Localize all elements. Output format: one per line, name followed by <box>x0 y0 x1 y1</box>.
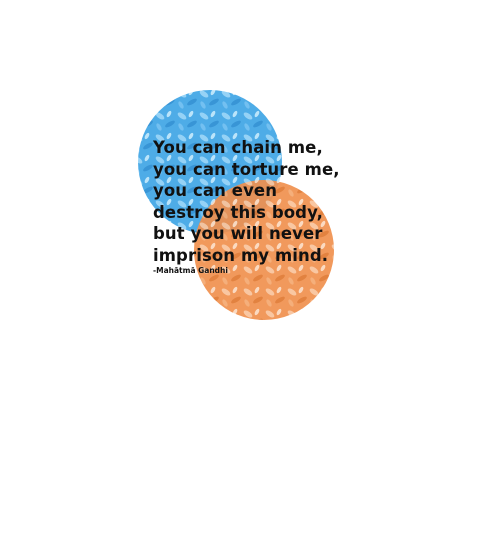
quote-line: destroy this body, <box>153 202 324 222</box>
quote-line: imprison my mind. <box>153 245 329 265</box>
quote-author: -Mahātmā Gandhi <box>153 266 228 275</box>
quote-line: but you will never <box>153 224 323 243</box>
quote-line: you can torture me, <box>153 159 340 179</box>
quote-text: You can chain me, you can torture me, yo… <box>153 137 383 266</box>
quote-line: You can chain me, <box>153 138 323 157</box>
quote-line: you can even <box>153 181 278 200</box>
orange-circle <box>194 180 334 320</box>
